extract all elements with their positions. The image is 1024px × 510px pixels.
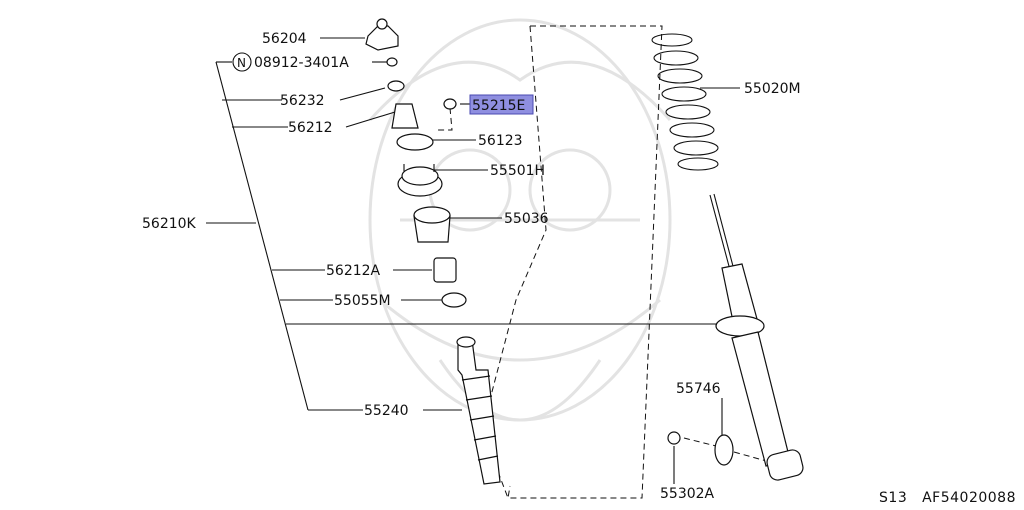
- label-56212a[interactable]: 56212A: [326, 263, 381, 279]
- label-56123[interactable]: 56123: [478, 133, 523, 149]
- label-55240[interactable]: 55240: [364, 403, 409, 419]
- part-55215e-highlight[interactable]: [469, 94, 534, 115]
- label-55055m[interactable]: 55055M: [334, 293, 391, 309]
- part-56204-mount-cap: [365, 18, 399, 51]
- part-55020m-coil-spring: [651, 33, 719, 171]
- label-55020m[interactable]: 55020M: [744, 81, 801, 97]
- part-55501h-mount: [397, 164, 443, 197]
- label-55746[interactable]: 55746: [676, 381, 721, 397]
- part-55055m-insulator: [441, 292, 467, 308]
- part-55036-bump-stop: [413, 206, 451, 243]
- n-symbol: N: [237, 56, 246, 70]
- footer-model: S13: [879, 490, 908, 506]
- part-56212-bushing: [391, 103, 419, 129]
- part-55240-dust-boot: [456, 336, 501, 485]
- exploded-outline: [507, 25, 663, 499]
- label-56232[interactable]: 56232: [280, 93, 325, 109]
- watermark-crest: [368, 18, 672, 422]
- leader-lines: [320, 37, 771, 484]
- assembly-bracket: [206, 61, 720, 411]
- label-56210k[interactable]: 56210K: [142, 216, 197, 232]
- part-08912-nut: [386, 57, 398, 67]
- footer-code: AF54020088: [922, 490, 1016, 506]
- label-08912-3401a[interactable]: 08912-3401A: [254, 55, 349, 71]
- label-55215e[interactable]: 55215E: [472, 98, 525, 114]
- part-56232-washer: [387, 80, 405, 92]
- label-55501h[interactable]: 55501H: [490, 163, 545, 179]
- n-symbol-circle: [232, 52, 252, 72]
- part-56123-seal: [396, 133, 434, 151]
- part-55302a-nut: [667, 431, 681, 445]
- label-55036[interactable]: 55036: [504, 211, 549, 227]
- part-shock-absorber: [709, 193, 804, 481]
- part-55215e-nut: [443, 98, 457, 110]
- part-55746-washer: [714, 434, 734, 466]
- label-55302a[interactable]: 55302A: [660, 486, 715, 502]
- part-56212a-bushing: [433, 257, 457, 283]
- label-56212[interactable]: 56212: [288, 120, 333, 136]
- label-56204[interactable]: 56204: [262, 31, 307, 47]
- diagram-footer: S13 AF54020088: [879, 490, 1016, 506]
